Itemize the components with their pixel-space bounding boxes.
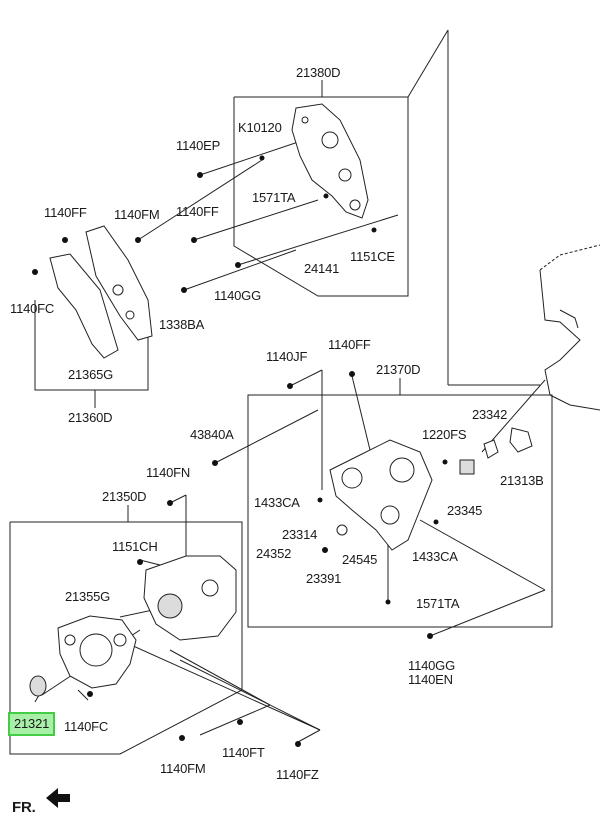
label-21350D[interactable]: 21350D	[102, 489, 147, 504]
label-1140FN[interactable]: 1140FN	[146, 465, 191, 480]
label-24352[interactable]: 24352	[256, 546, 292, 561]
lower-cover-21350D	[29, 555, 237, 697]
label-1140FC[interactable]: 1140FC	[64, 719, 109, 734]
label-1140JF[interactable]: 1140JF	[266, 349, 308, 364]
label-43840A[interactable]: 43840A	[190, 427, 234, 442]
front-direction-label: FR.	[12, 799, 36, 816]
label-1140FF[interactable]: 1140FF	[44, 205, 87, 220]
leader-lines	[34, 133, 546, 743]
label-21313B[interactable]: 21313B	[500, 473, 544, 488]
label-1220FS[interactable]: 1220FS	[422, 427, 467, 442]
label-1151CE[interactable]: 1151CE	[350, 249, 395, 264]
label-1140EN[interactable]: 1140EN	[408, 672, 453, 687]
label-1140FM[interactable]: 1140FM	[160, 761, 206, 776]
group-frame-21380D	[233, 29, 540, 386]
engine-block-outline	[539, 244, 600, 411]
label-1433CA[interactable]: 1433CA	[412, 549, 458, 564]
label-21380D[interactable]: 21380D	[296, 65, 341, 80]
label-1571TA[interactable]: 1571TA	[252, 190, 296, 205]
label-23345[interactable]: 23345	[447, 503, 483, 518]
label-1140FF[interactable]: 1140FF	[328, 337, 371, 352]
label-21360D[interactable]: 21360D	[68, 410, 113, 425]
label-23342[interactable]: 23342	[472, 407, 508, 422]
timing-cover-21360D	[49, 225, 153, 359]
label-24141[interactable]: 24141	[304, 261, 340, 276]
label-21365G[interactable]: 21365G	[68, 367, 114, 382]
label-1571TA[interactable]: 1571TA	[416, 596, 460, 611]
group-frame-21360D	[34, 300, 149, 408]
label-1140FM[interactable]: 1140FM	[114, 207, 160, 222]
label-21321-highlighted[interactable]: 21321	[8, 712, 56, 736]
front-arrow-icon	[46, 788, 70, 808]
label-1140FC[interactable]: 1140FC	[10, 301, 55, 316]
bolts	[32, 155, 448, 747]
label-23314[interactable]: 23314	[282, 527, 318, 542]
label-24545[interactable]: 24545	[342, 552, 378, 567]
label-1140FF[interactable]: 1140FF	[176, 204, 219, 219]
chain-case-21370D	[329, 427, 533, 551]
label-21370D[interactable]: 21370D	[376, 362, 421, 377]
label-1140EP[interactable]: 1140EP	[176, 138, 221, 153]
label-1338BA[interactable]: 1338BA	[159, 317, 205, 332]
label-1433CA[interactable]: 1433CA	[254, 495, 300, 510]
label-23391[interactable]: 23391	[306, 571, 342, 586]
label-K10120[interactable]: K10120	[238, 120, 282, 135]
label-1140GG[interactable]: 1140GG	[408, 658, 455, 673]
label-21355G[interactable]: 21355G	[65, 589, 111, 604]
label-1140FT[interactable]: 1140FT	[222, 745, 265, 760]
label-1140FZ[interactable]: 1140FZ	[276, 767, 319, 782]
group-frame-21370D	[247, 378, 553, 628]
upper-plate-21380D	[291, 103, 369, 219]
label-1151CH[interactable]: 1151CH	[112, 539, 158, 554]
label-1140GG[interactable]: 1140GG	[214, 288, 261, 303]
